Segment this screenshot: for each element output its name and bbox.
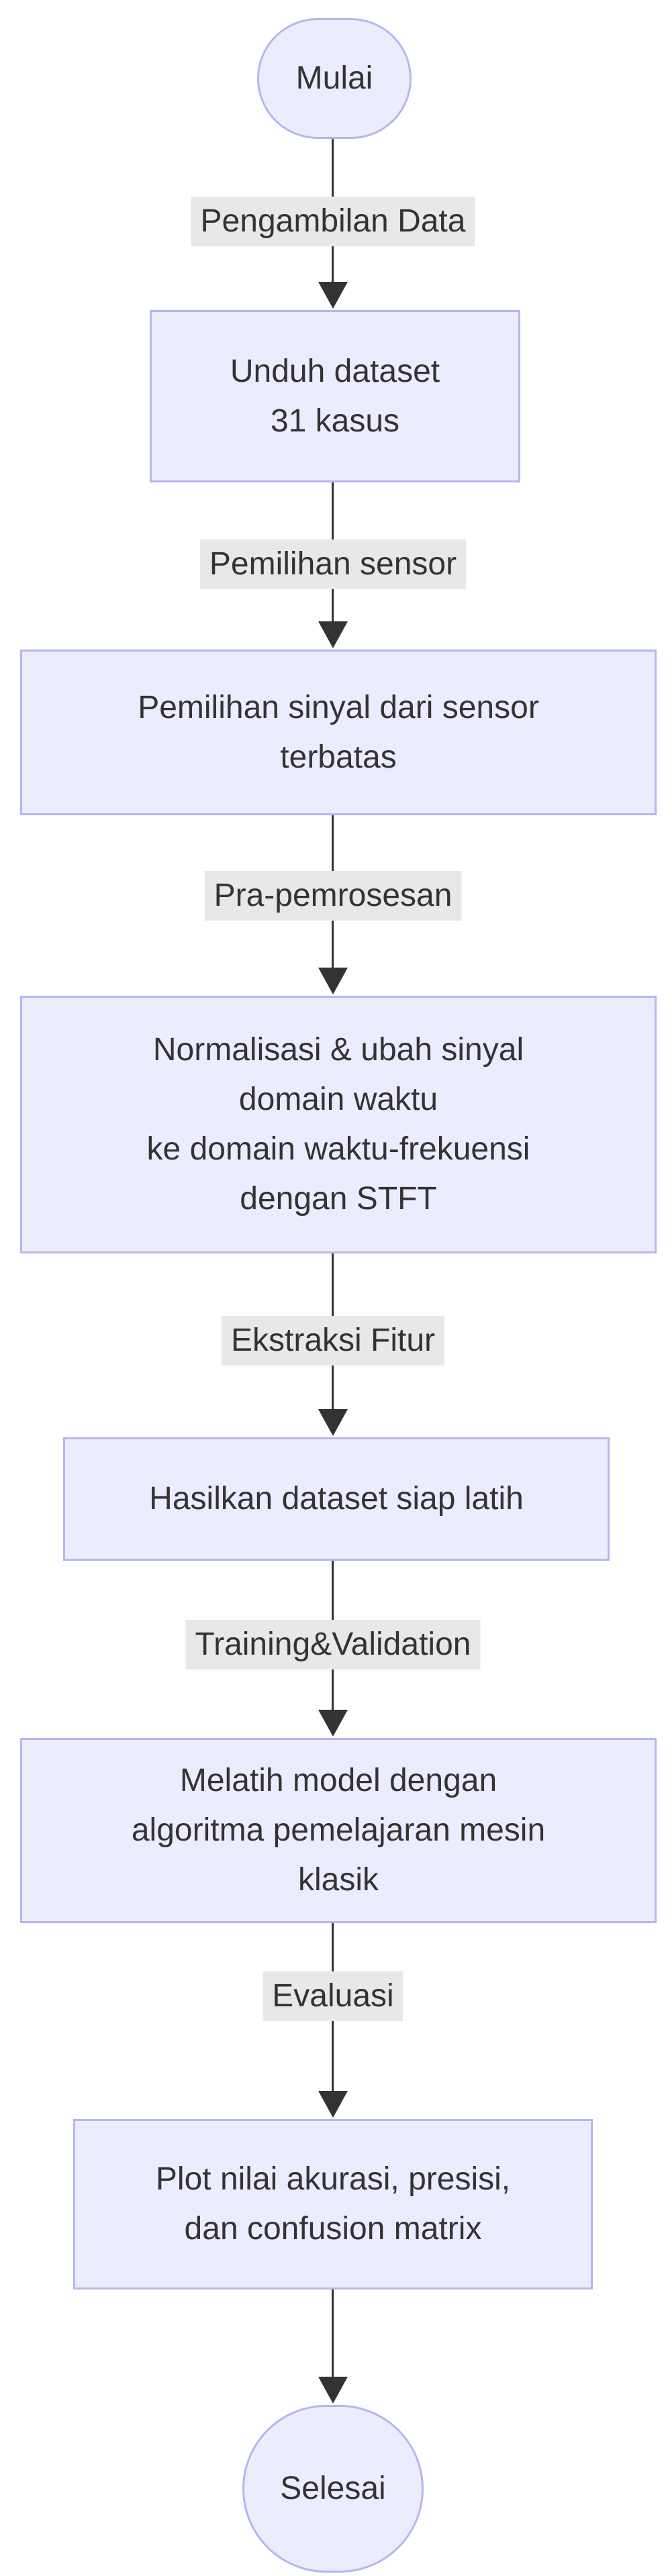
node-plot-evaluasi: Plot nilai akurasi, presisi, dan confusi… xyxy=(73,2119,593,2289)
arrowhead-icon xyxy=(318,2377,348,2404)
node-line: Melatih model dengan xyxy=(179,1763,497,1798)
edge-label-evaluasi: Evaluasi xyxy=(263,1971,403,2021)
node-line: dan confusion matrix xyxy=(184,2211,482,2247)
node-mulai-label: Mulai xyxy=(295,60,373,96)
node-line: ke domain waktu-frekuensi xyxy=(146,1131,530,1167)
node-pemilihan-sinyal: Pemilihan sinyal dari sensor terbatas xyxy=(20,650,657,815)
arrowhead-icon xyxy=(318,1409,348,1436)
arrowhead-icon xyxy=(318,2091,348,2118)
node-line: klasik xyxy=(297,1862,379,1898)
node-line: Plot nilai akurasi, presisi, xyxy=(155,2161,511,2197)
node-line: terbatas xyxy=(280,739,397,775)
node-line: 31 kasus xyxy=(270,403,400,439)
arrowhead-icon xyxy=(318,282,348,309)
edge-label-pemilihan-sensor: Pemilihan sensor xyxy=(199,539,467,589)
node-line: Hasilkan dataset siap latih xyxy=(149,1481,524,1516)
edge-label-pra-pemrosesan: Pra-pemrosesan xyxy=(204,871,462,921)
node-line: algoritma pemelajaran mesin xyxy=(131,1812,546,1848)
node-melatih-model: Melatih model dengan algoritma pemelajar… xyxy=(20,1738,657,1923)
arrowhead-icon xyxy=(318,621,348,648)
node-selesai-label: Selesai xyxy=(280,2471,386,2506)
node-line: Normalisasi & ubah sinyal xyxy=(152,1032,524,1068)
arrowhead-icon xyxy=(318,1710,348,1737)
arrowhead-icon xyxy=(318,968,348,994)
node-unduh-dataset: Unduh dataset 31 kasus xyxy=(150,310,520,482)
edge-label-training-validation: Training&Validation xyxy=(185,1620,481,1669)
node-line: Unduh dataset xyxy=(230,353,440,389)
node-hasilkan-dataset: Hasilkan dataset siap latih xyxy=(63,1437,610,1561)
edge-label-ekstraksi-fitur: Ekstraksi Fitur xyxy=(221,1316,445,1366)
node-normalisasi-stft: Normalisasi & ubah sinyal domain waktu k… xyxy=(20,996,657,1253)
flow-arrow-line xyxy=(332,2289,334,2377)
edge-label-pengambilan-data: Pengambilan Data xyxy=(191,197,475,246)
node-line: dengan STFT xyxy=(240,1181,437,1217)
node-mulai: Mulai xyxy=(257,18,412,139)
node-line: Pemilihan sinyal dari sensor xyxy=(138,689,539,725)
node-selesai: Selesai xyxy=(242,2405,424,2573)
node-line: domain waktu xyxy=(238,1082,438,1117)
